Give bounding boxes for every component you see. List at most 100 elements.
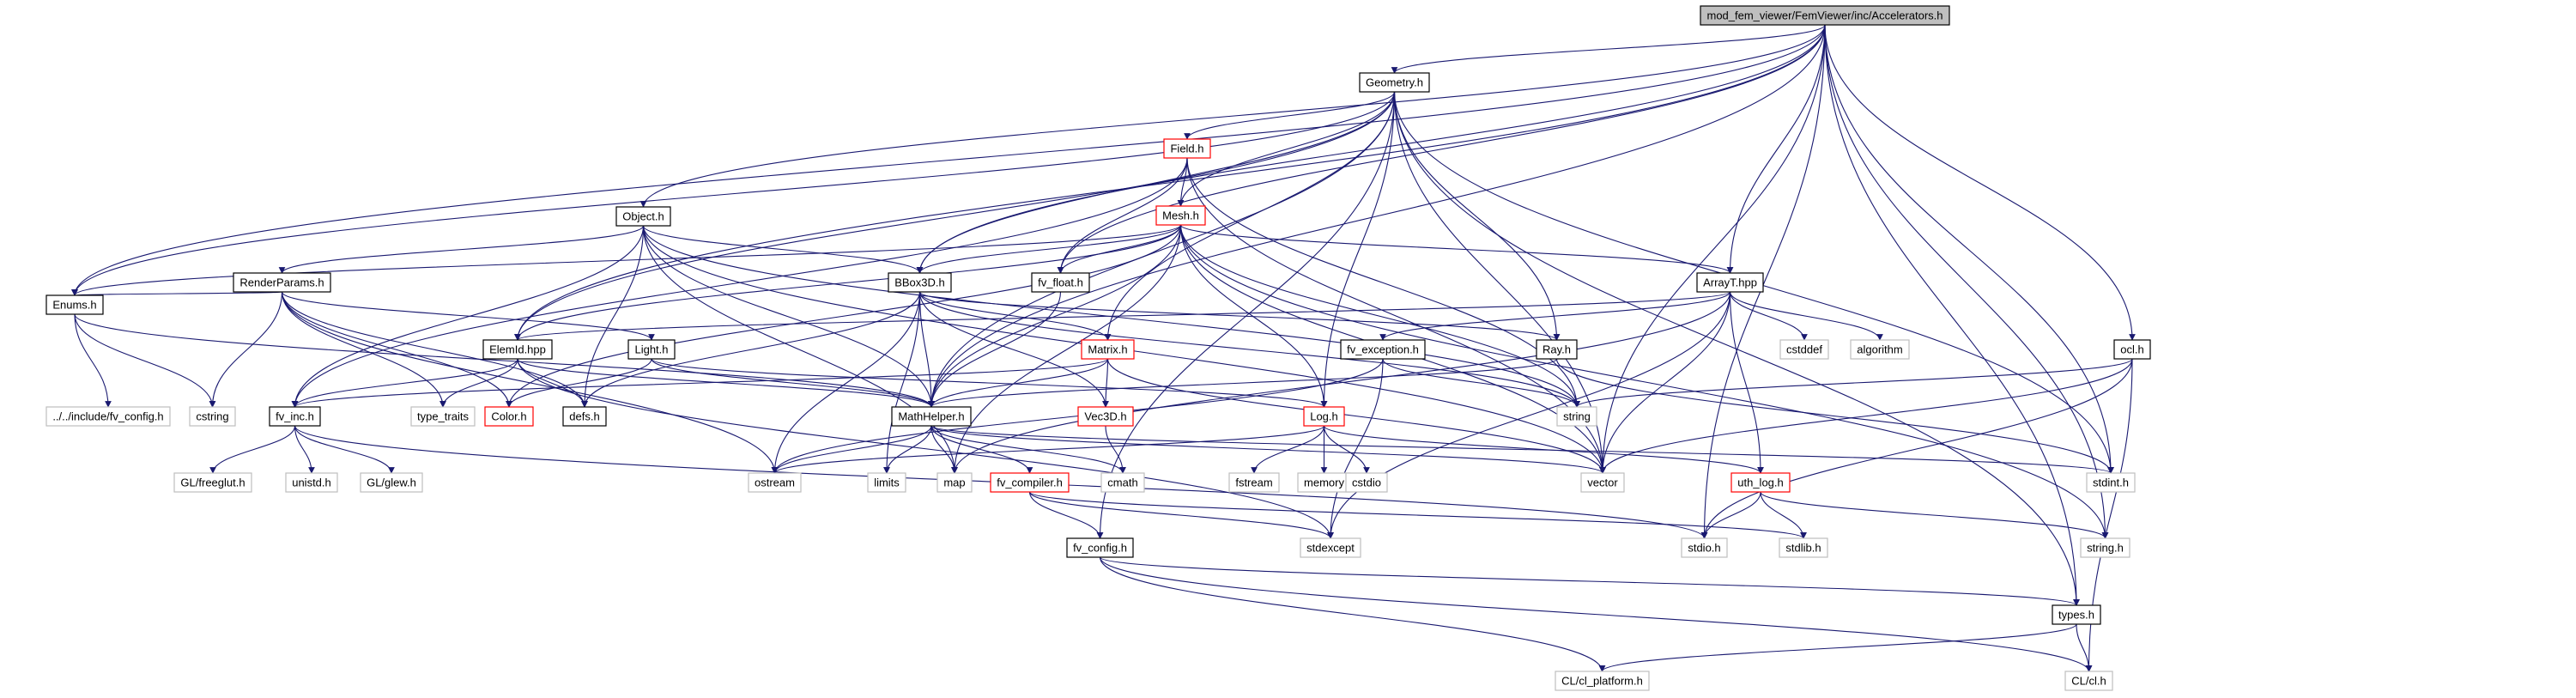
node-box bbox=[1779, 537, 1828, 558]
edge-fvconfig-to-types bbox=[1099, 556, 2080, 606]
node-label: memory bbox=[1304, 476, 1344, 489]
node-uthlog[interactable]: uth_log.h bbox=[1730, 472, 1791, 493]
node-limits[interactable]: limits bbox=[867, 472, 906, 493]
node-log[interactable]: Log.h bbox=[1303, 406, 1345, 427]
node-cstring[interactable]: cstring bbox=[189, 406, 236, 427]
node-cstdio[interactable]: cstdio bbox=[1345, 472, 1388, 493]
node-defs[interactable]: defs.h bbox=[562, 406, 607, 427]
node-map[interactable]: map bbox=[936, 472, 973, 493]
edge-mathhelper-to-stdint bbox=[930, 425, 2114, 474]
node-stdint[interactable]: stdint.h bbox=[2086, 472, 2136, 493]
node-box bbox=[484, 406, 534, 427]
node-ray[interactable]: Ray.h bbox=[1536, 339, 1578, 360]
node-cmath[interactable]: cmath bbox=[1100, 472, 1145, 493]
edge-ray-to-stdint bbox=[1555, 358, 2114, 474]
edge-log-to-cstdio bbox=[1323, 425, 1370, 474]
node-mathhelper[interactable]: MathHelper.h bbox=[891, 406, 972, 427]
node-label: uth_log.h bbox=[1737, 476, 1784, 489]
node-fvcompiler[interactable]: fv_compiler.h bbox=[990, 472, 1070, 493]
node-stdio[interactable]: stdio.h bbox=[1681, 537, 1728, 558]
node-enums[interactable]: Enums.h bbox=[45, 294, 104, 315]
node-fstream[interactable]: fstream bbox=[1228, 472, 1280, 493]
edge-mesh-to-string bbox=[1179, 224, 1580, 408]
node-mesh[interactable]: Mesh.h bbox=[1155, 205, 1206, 226]
node-stdlib[interactable]: stdlib.h bbox=[1779, 537, 1828, 558]
node-renderparams[interactable]: RenderParams.h bbox=[233, 272, 331, 293]
node-box bbox=[45, 406, 171, 427]
edge-mathhelper-to-fvcompiler bbox=[930, 425, 1033, 474]
node-box bbox=[888, 272, 952, 293]
node-clcl[interactable]: CL/cl.h bbox=[2064, 671, 2113, 691]
node-label: fstream bbox=[1235, 476, 1272, 489]
node-box bbox=[1345, 472, 1388, 493]
edge-enums-to-mathhelper bbox=[74, 313, 935, 408]
node-vector[interactable]: vector bbox=[1580, 472, 1625, 493]
node-label: cstdio bbox=[1352, 476, 1381, 489]
edge-arrayt-to-fvexception bbox=[1379, 291, 1731, 341]
node-fvfloat[interactable]: fv_float.h bbox=[1031, 272, 1090, 293]
node-glfreeglut[interactable]: GL/freeglut.h bbox=[173, 472, 252, 493]
node-typetraits[interactable]: type_traits bbox=[410, 406, 476, 427]
edge-arrayt-to-vector bbox=[1599, 291, 1731, 474]
node-label: map bbox=[943, 476, 965, 489]
node-geometry[interactable]: Geometry.h bbox=[1359, 72, 1430, 93]
node-stringh[interactable]: string.h bbox=[2080, 537, 2131, 558]
node-bbox3d[interactable]: BBox3D.h bbox=[888, 272, 952, 293]
node-label: stdio.h bbox=[1688, 542, 1720, 555]
node-box bbox=[1700, 5, 1950, 26]
node-clplatform[interactable]: CL/cl_platform.h bbox=[1555, 671, 1650, 691]
edge-light-to-log bbox=[651, 358, 1328, 408]
node-memory[interactable]: memory bbox=[1297, 472, 1351, 493]
edge-bbox3d-to-matrix bbox=[918, 291, 1112, 341]
node-algorithm[interactable]: algorithm bbox=[1850, 339, 1910, 360]
node-label: GL/glew.h bbox=[367, 476, 416, 489]
edge-matrix-to-vec3d bbox=[1102, 358, 1109, 408]
edge-root-to-stringh bbox=[1824, 24, 2109, 539]
node-fvinc[interactable]: fv_inc.h bbox=[269, 406, 321, 427]
edge-mathhelper-to-map bbox=[930, 425, 958, 474]
node-ocl[interactable]: ocl.h bbox=[2113, 339, 2151, 360]
node-stdexcept[interactable]: stdexcept bbox=[1300, 537, 1361, 558]
node-vec3d[interactable]: Vec3D.h bbox=[1077, 406, 1134, 427]
node-box bbox=[1303, 406, 1345, 427]
edge-uthlog-to-stdio bbox=[1700, 491, 1761, 539]
node-box bbox=[1359, 72, 1430, 93]
node-field[interactable]: Field.h bbox=[1163, 138, 1211, 159]
node-label: stdlib.h bbox=[1785, 542, 1821, 555]
edge-log-to-fstream bbox=[1251, 425, 1325, 474]
node-label: Object.h bbox=[622, 210, 664, 223]
node-box bbox=[1066, 537, 1134, 558]
node-fvconfig[interactable]: fv_config.h bbox=[1066, 537, 1134, 558]
node-string[interactable]: string bbox=[1556, 406, 1597, 427]
node-matrix[interactable]: Matrix.h bbox=[1081, 339, 1135, 360]
node-cstddef[interactable]: cstddef bbox=[1779, 339, 1829, 360]
node-glglew[interactable]: GL/glew.h bbox=[360, 472, 423, 493]
node-box bbox=[1228, 472, 1280, 493]
node-arrayt[interactable]: ArrayT.hpp bbox=[1696, 272, 1764, 293]
node-fvconfiginc[interactable]: ../../include/fv_config.h bbox=[45, 406, 171, 427]
node-label: fv_config.h bbox=[1073, 542, 1127, 555]
node-object[interactable]: Object.h bbox=[615, 206, 671, 227]
node-box bbox=[2113, 339, 2151, 360]
node-elemid[interactable]: ElemId.hpp bbox=[482, 339, 553, 360]
node-ostream[interactable]: ostream bbox=[748, 472, 802, 493]
node-fvexception[interactable]: fv_exception.h bbox=[1340, 339, 1426, 360]
node-box bbox=[45, 294, 104, 315]
node-label: Log.h bbox=[1310, 410, 1338, 423]
node-label: GL/freeglut.h bbox=[180, 476, 245, 489]
node-color[interactable]: Color.h bbox=[484, 406, 534, 427]
edge-fvconfig-to-clplatform bbox=[1099, 556, 1606, 672]
node-unistd[interactable]: unistd.h bbox=[285, 472, 338, 493]
node-light[interactable]: Light.h bbox=[627, 339, 676, 360]
node-label: defs.h bbox=[569, 410, 599, 423]
node-box bbox=[1031, 272, 1090, 293]
node-label: string bbox=[1563, 410, 1591, 423]
edge-renderparams-to-enums bbox=[72, 288, 283, 296]
node-box bbox=[189, 406, 236, 427]
edge-mesh-to-color bbox=[506, 224, 1182, 408]
edge-geometry-to-ray bbox=[1393, 91, 1561, 341]
node-types[interactable]: types.h bbox=[2052, 604, 2101, 625]
edge-geometry-to-bbox3d bbox=[916, 91, 1396, 274]
node-box bbox=[360, 472, 423, 493]
edge-arrayt-to-cstddef bbox=[1729, 291, 1808, 341]
